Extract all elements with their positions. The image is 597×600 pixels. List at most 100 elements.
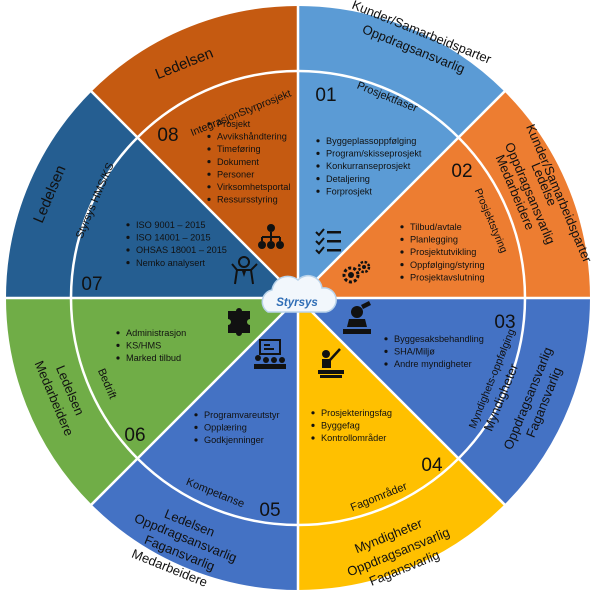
sector-03 [298, 298, 591, 506]
bullet-dot [126, 223, 130, 227]
list-item: Administrasjon [126, 328, 186, 338]
list-item: Opplæring [204, 423, 247, 433]
section-number: 03 [494, 312, 515, 333]
puzzle-icon [228, 308, 250, 336]
bullet-dot [400, 275, 404, 279]
bullet-dot [400, 263, 404, 267]
list-item: Virksomhetsportal [217, 182, 290, 192]
bullet-dot [126, 261, 130, 265]
bullet-dot [116, 356, 120, 360]
bullet-dot [126, 248, 130, 252]
list-item: KS/HMS [126, 341, 161, 351]
wheel-spokes [5, 5, 591, 591]
list-item: Byggesaksbehandling [394, 334, 484, 344]
list-item: Programvareutstyr [204, 410, 280, 420]
bullet-dot [384, 362, 388, 366]
section-number: 01 [315, 85, 336, 106]
sector-02 [298, 90, 591, 298]
list-item: Prosjekteringsfag [321, 408, 392, 418]
list-item: Byggeplassoppfølging [326, 136, 416, 146]
bullet-dot [207, 122, 211, 126]
bullet-dot [316, 177, 320, 181]
bullet-dot [207, 160, 211, 164]
item-list-02: Tilbud/avtalePlanleggingProsjektutviklin… [400, 222, 485, 282]
list-item: Ressursstyring [217, 195, 278, 205]
styrsys-cloud-logo: Styrsys [261, 274, 337, 313]
section-numbers: 01 02 03 04 05 06 07 08 [81, 85, 515, 521]
list-item: Prosjekt [217, 119, 251, 129]
sector-icons [228, 224, 371, 378]
bullet-dot [207, 197, 211, 201]
sector-06 [5, 298, 298, 506]
list-item: Program/skisseprosjekt [326, 149, 422, 159]
list-item: Kontrollområder [321, 433, 386, 443]
classroom-icon [254, 339, 286, 369]
bullet-dot [316, 189, 320, 193]
list-item: Detaljering [326, 174, 370, 184]
bullet-dot [400, 250, 404, 254]
center-label: Styrsys [276, 297, 318, 309]
sector-04 [298, 298, 506, 591]
list-item: Prosjektavslutning [410, 272, 485, 282]
list-item: SHA/Miljø [394, 347, 435, 357]
authority-icon [343, 301, 371, 334]
bullet-dot [400, 237, 404, 241]
bullet-dot [400, 225, 404, 229]
sector-divider [297, 297, 507, 507]
section-number: 08 [157, 125, 178, 146]
list-item: Dokument [217, 157, 259, 167]
sector-01 [298, 5, 506, 298]
sector-07 [5, 90, 298, 298]
bullet-dot [384, 349, 388, 353]
bullet-lists: ByggeplassoppfølgingProgram/skisseprosje… [116, 119, 485, 445]
item-list-08: ProsjektAvvikshåndteringTimeføringDokume… [207, 119, 290, 205]
bullet-dot [207, 185, 211, 189]
bullet-dot [316, 151, 320, 155]
list-item: Godkjenninger [204, 435, 264, 445]
section-number: 07 [81, 274, 102, 295]
section-number: 06 [124, 425, 145, 446]
list-item: ISO 9001 – 2015 [136, 220, 205, 230]
section-number: 05 [259, 500, 280, 521]
list-item: Oppfølging/styring [410, 260, 485, 270]
list-item: ISO 14001 – 2015 [136, 233, 211, 243]
person-icon [231, 256, 258, 285]
list-item: Marked tilbud [126, 353, 181, 363]
bullet-dot [316, 164, 320, 168]
bullet-dot [311, 411, 315, 415]
bullet-dot [207, 134, 211, 138]
list-item: Personer [217, 169, 254, 179]
list-item: Avvikshåndtering [217, 132, 287, 142]
sector-08 [90, 5, 298, 298]
bullet-dot [194, 438, 198, 442]
bullet-dot [384, 337, 388, 341]
hierarchy-icon [258, 224, 284, 249]
list-item: Timeføring [217, 144, 261, 154]
list-item: Planlegging [410, 235, 458, 245]
sector-divider [89, 297, 299, 507]
bullet-dot [116, 343, 120, 347]
bullet-dot [116, 331, 120, 335]
sector-05 [90, 298, 298, 591]
list-item: Byggefag [321, 421, 360, 431]
checklist-icon [315, 228, 341, 255]
section-number: 04 [421, 455, 443, 476]
presenter-icon [318, 348, 344, 378]
bullet-dot [194, 413, 198, 417]
bullet-dot [126, 235, 130, 239]
bullet-dot [194, 425, 198, 429]
bullet-dot [316, 139, 320, 143]
bullet-dot [311, 423, 315, 427]
list-item: OHSAS 18001 – 2015 [136, 245, 227, 255]
list-item: Andre myndigheter [394, 359, 472, 369]
list-item: Forprosjekt [326, 186, 372, 196]
list-item: Nemko analysert [136, 258, 205, 268]
bullet-dot [207, 172, 211, 176]
section-number: 02 [451, 161, 472, 182]
gears-icon [342, 260, 371, 284]
